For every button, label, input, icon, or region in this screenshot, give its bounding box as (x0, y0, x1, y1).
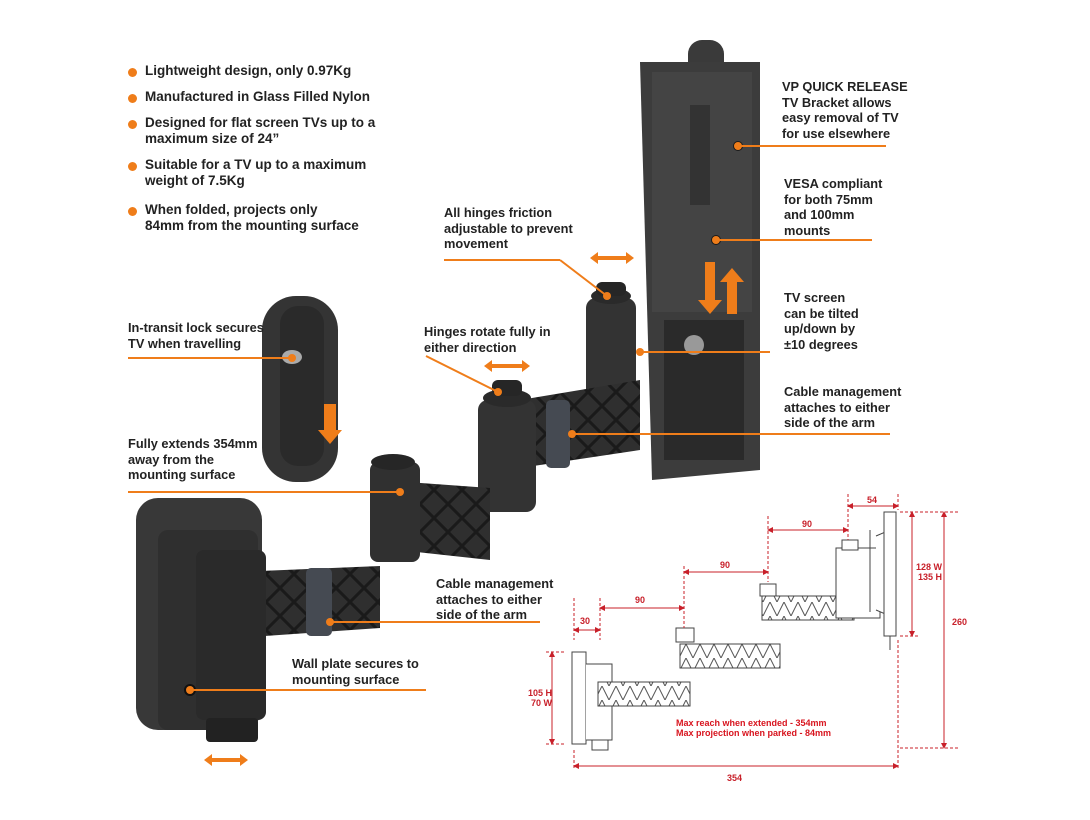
leader-lines (128, 145, 890, 691)
feature-item: When folded, projects only 84mm from the… (128, 202, 359, 234)
rotate-arrows-icon-3 (204, 754, 248, 766)
bullet-icon (128, 120, 137, 129)
bullet-icon (128, 68, 137, 77)
callout-transit-lock: In-transit lock secures TV when travelli… (128, 320, 264, 351)
bullet-icon (128, 94, 137, 103)
technical-drawing (571, 511, 897, 751)
feature-text: Suitable for a TV up to a maximum weight… (145, 157, 367, 188)
callout-extends: Fully extends 354mm away from the mounti… (128, 436, 258, 482)
feature-text: Lightweight design, only 0.97Kg (145, 63, 352, 78)
dim-354: 354 (727, 773, 743, 783)
tv-bracket-plate (640, 40, 760, 480)
dim-260: 260 (952, 617, 968, 627)
rotate-arrows-icon (590, 252, 634, 264)
transit-lock (262, 296, 342, 482)
dim-90-low: 90 (635, 595, 646, 605)
callout-tilt: TV screen can be tilted up/down by ±10 d… (784, 290, 859, 352)
upper-arm (520, 380, 640, 468)
dimension-lines (546, 494, 960, 770)
feature-text: When folded, projects only 84mm from the… (145, 202, 359, 233)
leader-dots (186, 142, 742, 694)
feature-text: Designed for flat screen TVs up to a max… (145, 115, 376, 146)
feature-item: Suitable for a TV up to a maximum weight… (128, 157, 366, 189)
wall-plate (136, 454, 420, 742)
callout-vesa: VESA compliant for both 75mm and 100mm m… (784, 176, 883, 238)
dim-90-mid: 90 (720, 560, 731, 570)
bullet-icon (128, 207, 137, 216)
dim-30: 30 (580, 616, 591, 626)
feature-text: Manufactured in Glass Filled Nylon (145, 89, 371, 104)
dim-105: 105 H 70 W (528, 688, 553, 708)
callout-hinges-rotate: Hinges rotate fully in either direction (424, 324, 551, 355)
callout-cable-top: Cable management attaches to either side… (784, 384, 902, 430)
callout-friction: All hinges friction adjustable to preven… (444, 205, 573, 251)
feature-item: Lightweight design, only 0.97Kg (128, 63, 351, 79)
dim-128: 128 W 135 H (916, 562, 943, 582)
feature-item: Manufactured in Glass Filled Nylon (128, 89, 370, 105)
dim-90-top: 90 (802, 519, 813, 529)
dim-54: 54 (867, 495, 878, 505)
note-projection: Max projection when parked - 84mm (676, 728, 832, 738)
callout-quick-release: VP QUICK RELEASE TV Bracket allows easy … (782, 79, 908, 141)
feature-item: Designed for flat screen TVs up to a max… (128, 115, 375, 147)
callout-cable-bottom: Cable management attaches to either side… (436, 576, 554, 622)
callout-wall-plate: Wall plate secures to mounting surface (292, 656, 419, 687)
rotate-arrows-icon-2 (484, 360, 530, 372)
tilt-arrows-icon (698, 262, 744, 314)
note-reach: Max reach when extended - 354mm (676, 718, 827, 728)
bullet-icon (128, 162, 137, 171)
